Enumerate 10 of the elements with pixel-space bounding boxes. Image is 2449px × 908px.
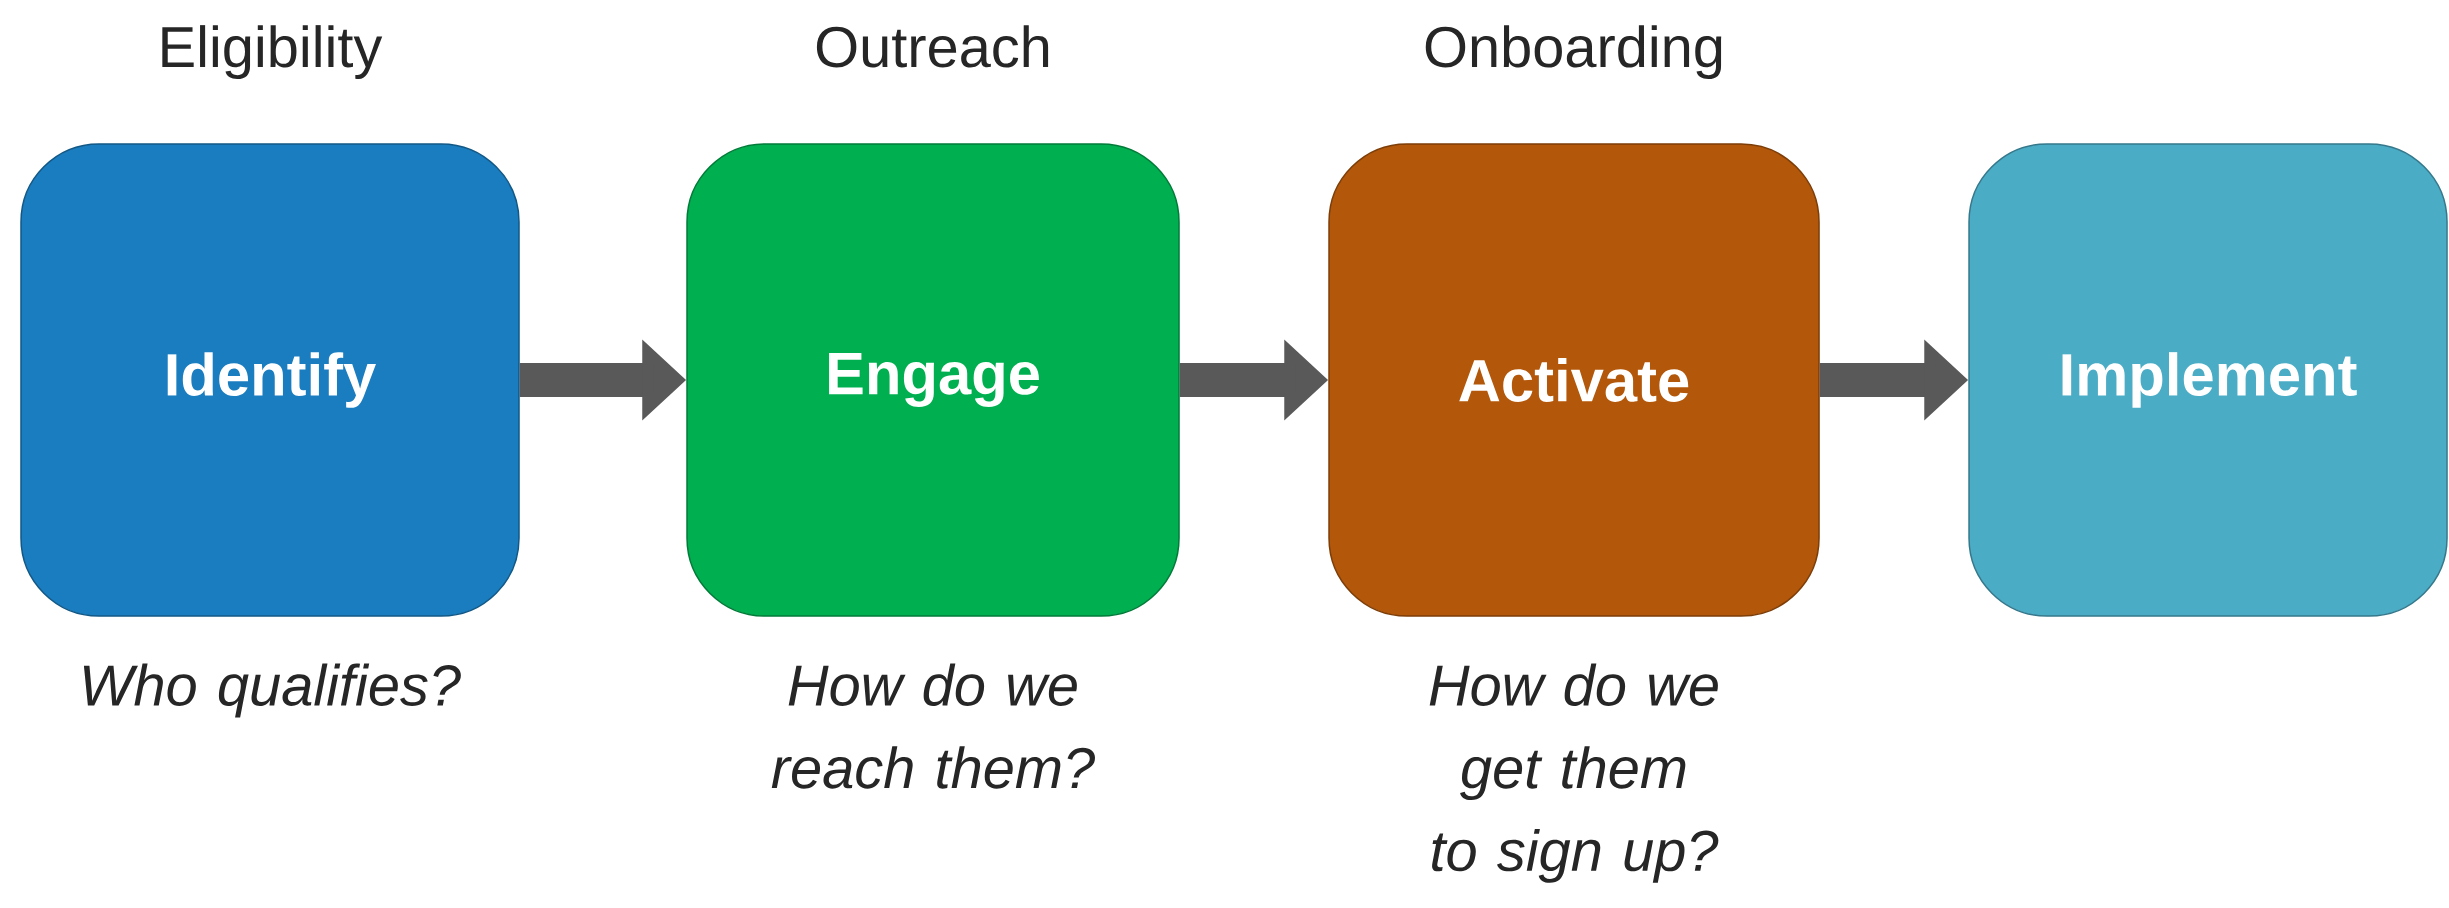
- question: How do we reach them?: [771, 663, 1095, 789]
- question: How do we get them to sign up?: [1429, 663, 1719, 883]
- process-box: Identify: [20, 143, 520, 617]
- heading: Eligibility: [162, 25, 383, 79]
- heading: Onboarding: [1425, 25, 1722, 79]
- question: Who qualifies?: [83, 663, 461, 718]
- process-box: Activate: [1328, 143, 1820, 617]
- process-box: Implement: [1968, 143, 2448, 617]
- process-box: Engage: [686, 143, 1180, 617]
- heading: Outreach: [816, 25, 1049, 68]
